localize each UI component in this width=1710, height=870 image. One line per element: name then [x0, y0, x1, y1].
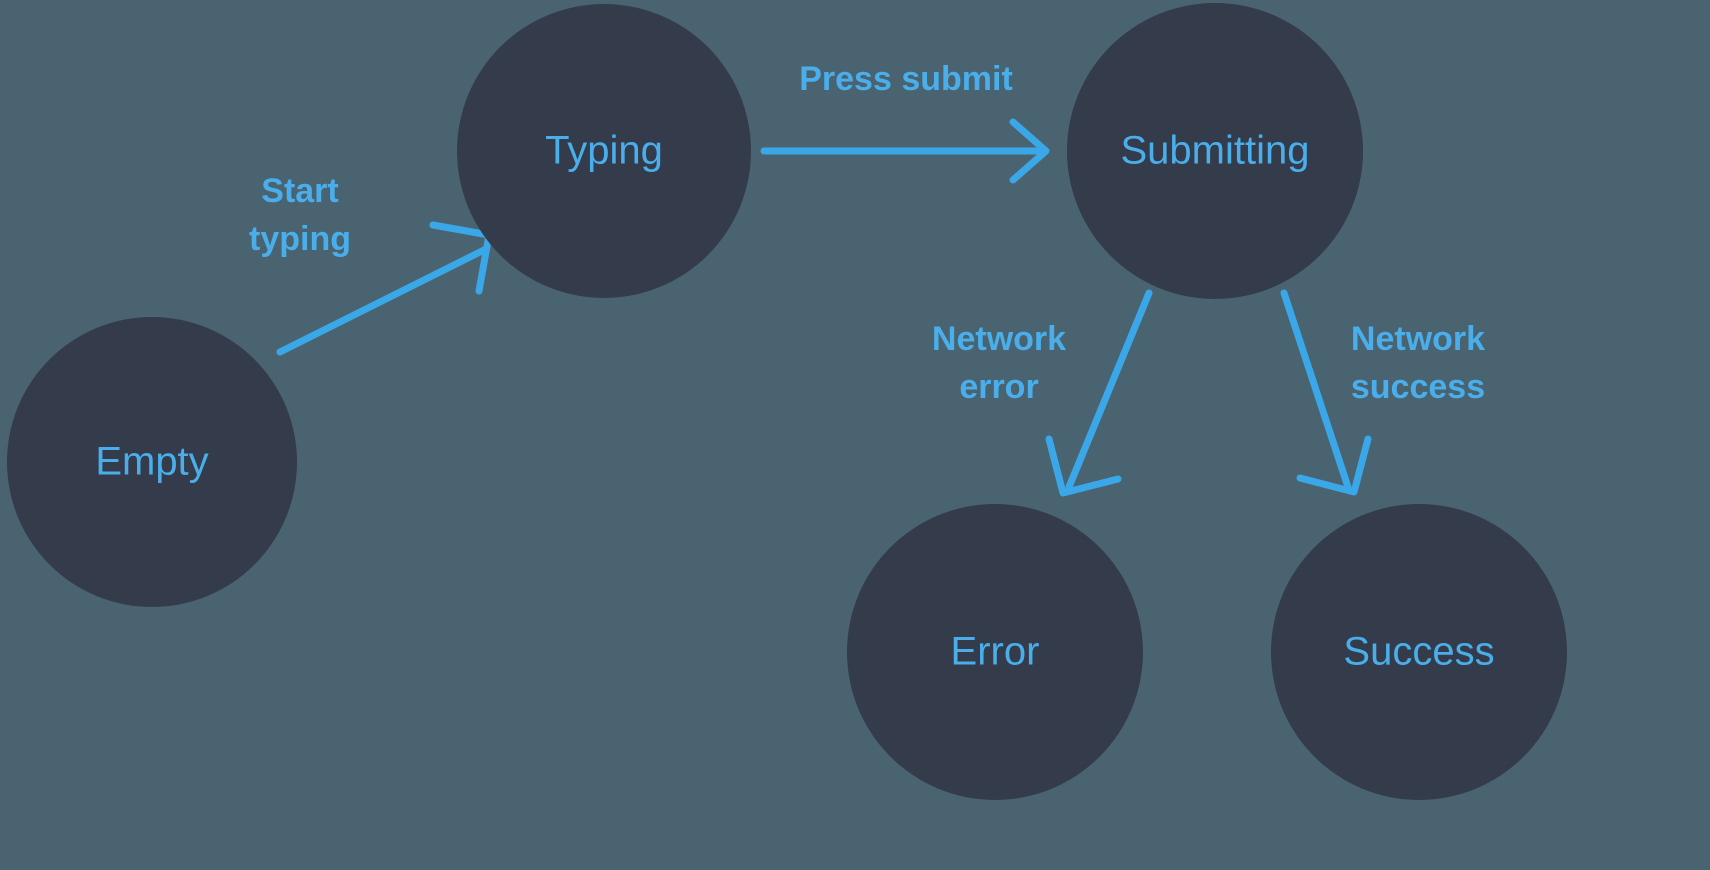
node-error-circle[interactable] — [847, 504, 1143, 800]
edge-typing-to-submitting-arrowhead — [1009, 118, 1050, 184]
node-error[interactable]: Error — [847, 504, 1143, 800]
edge-label-start-typing-line2: typing — [249, 220, 351, 258]
edge-label-press-submit-line1: Press submit — [799, 60, 1013, 98]
node-submitting-label: Submitting — [1121, 129, 1310, 173]
node-empty-label: Empty — [95, 440, 208, 484]
edge-submitting-to-success — [1280, 289, 1372, 496]
node-submitting-circle[interactable] — [1067, 3, 1363, 299]
node-success[interactable]: Success — [1271, 504, 1567, 800]
edge-label-network-error-line1: Network — [932, 320, 1066, 358]
node-empty-circle[interactable] — [7, 317, 297, 607]
edge-submitting-to-error-line — [1065, 289, 1153, 491]
node-typing[interactable]: Typing — [457, 4, 751, 298]
node-success-label: Success — [1343, 630, 1494, 674]
edge-label-network-error-line2: error — [959, 368, 1038, 406]
edge-label-start-typing: Start typing — [249, 172, 351, 258]
edge-label-network-success-line1: Network — [1351, 320, 1485, 358]
edge-label-network-success: Network success — [1351, 320, 1485, 406]
edge-empty-to-typing-line — [276, 245, 490, 356]
edge-label-press-submit: Press submit — [799, 60, 1013, 98]
edge-submitting-to-success-arrowhead — [1296, 435, 1372, 496]
node-typing-circle[interactable] — [457, 4, 751, 298]
edge-submitting-to-error — [1045, 289, 1153, 497]
edge-submitting-to-error-arrowhead — [1045, 435, 1122, 497]
node-submitting[interactable]: Submitting — [1067, 3, 1363, 299]
edge-submitting-to-success-line — [1280, 289, 1352, 491]
edge-label-start-typing-line1: Start — [261, 172, 338, 210]
node-success-circle[interactable] — [1271, 504, 1567, 800]
edge-label-network-success-line2: success — [1351, 368, 1485, 406]
node-error-label: Error — [951, 630, 1040, 674]
edge-label-network-error: Network error — [932, 320, 1066, 406]
node-empty[interactable]: Empty — [7, 317, 297, 607]
node-typing-label: Typing — [545, 129, 663, 173]
edge-typing-to-submitting — [760, 118, 1050, 184]
